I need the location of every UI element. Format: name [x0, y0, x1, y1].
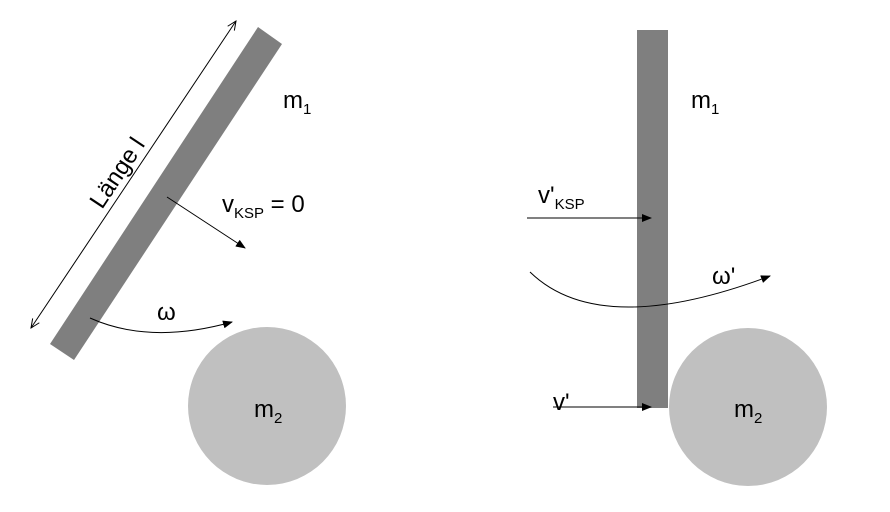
right-velocity-label: v': [553, 389, 570, 416]
left-ball: [188, 327, 346, 485]
left-velocity-arrow: [166, 196, 246, 249]
left-panel: Länge l m1 vKSP = 0 ω m2: [31, 21, 346, 485]
right-omega-arrow: [529, 271, 771, 308]
length-label: Länge l: [85, 133, 151, 213]
left-mass1-label: m1: [283, 87, 311, 118]
length-arrow: [31, 21, 236, 328]
left-omega-label: ω: [157, 299, 176, 326]
right-velocity-ksp-label: v'KSP: [538, 182, 585, 213]
right-panel: m1 v'KSP ω' m2 v': [527, 30, 827, 486]
right-ball: [669, 328, 827, 486]
right-rod: [637, 30, 668, 408]
right-mass1-label: m1: [691, 87, 719, 118]
right-mass2-label: m2: [734, 396, 762, 427]
left-mass2-label: m2: [254, 396, 282, 427]
left-velocity-label: vKSP = 0: [222, 191, 305, 222]
right-omega-label: ω': [712, 263, 735, 290]
left-omega-arrow: [89, 317, 233, 334]
